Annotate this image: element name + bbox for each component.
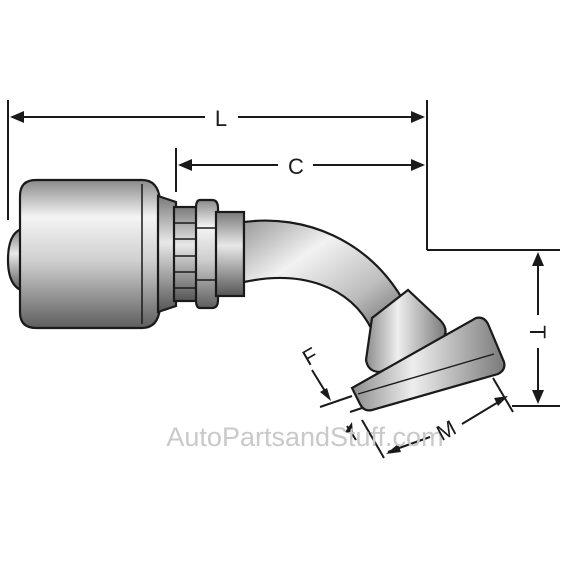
dimension-label-t: T [525, 318, 550, 346]
arrow-l-right [411, 111, 425, 123]
f-extension-bottom [349, 407, 363, 413]
ferrule-socket [18, 178, 162, 330]
dimension-label-f: F [298, 342, 322, 370]
tube-stub [214, 210, 246, 298]
dimension-label-l-text: L [215, 106, 227, 131]
label-backdrop [280, 152, 312, 178]
label-backdrop [526, 318, 550, 346]
arrow-c-left [178, 159, 192, 171]
m-extension-right [492, 377, 514, 413]
hose-fitting [6, 178, 506, 412]
arrow-f-bottom [345, 422, 353, 434]
dimension-label-c-text: C [288, 154, 304, 179]
dimension-label-f-text: F [298, 342, 322, 370]
hex-nut [194, 198, 220, 310]
dimension-lines [7, 100, 560, 459]
arrow-m-right [494, 396, 508, 406]
label-backdrop [207, 104, 237, 130]
watermark: AutoPartsandStuff.com [166, 422, 443, 452]
arrow-m-left [386, 444, 401, 454]
dimension-label-t-text: T [525, 325, 550, 338]
m-extension-left [361, 419, 385, 459]
ferrule-shoulder [156, 194, 178, 314]
arrow-t-top [532, 252, 544, 266]
arrow-f-top [320, 388, 331, 401]
dimension-label-l: L [207, 104, 237, 131]
arrow-l-left [10, 111, 24, 123]
flange [350, 316, 506, 412]
f-extension-top [319, 395, 353, 408]
arrowheads [10, 111, 544, 454]
arrow-t-bottom [532, 390, 544, 404]
dimension-label-c: C [280, 152, 312, 179]
arrow-c-right [411, 159, 425, 171]
flange-face-line [357, 353, 495, 395]
